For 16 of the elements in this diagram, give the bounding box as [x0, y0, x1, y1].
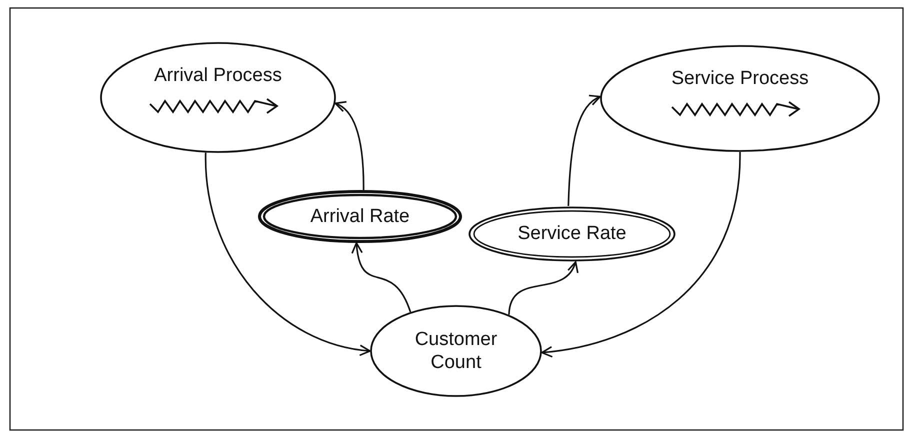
arrow: [352, 242, 412, 312]
double-ellipse: [258, 190, 462, 243]
arrow: [541, 152, 741, 358]
arrow: [334, 102, 364, 190]
process-ellipse: [600, 45, 880, 152]
double-ellipse: [468, 206, 676, 262]
node-label: Arrival Process: [153, 64, 283, 87]
node-label: Service Process: [670, 67, 810, 90]
node-label: Customer Count: [414, 328, 498, 374]
arrow: [204, 152, 371, 356]
ellipse-node: [370, 305, 542, 397]
arrow: [568, 96, 601, 206]
process-ellipse: [100, 42, 336, 153]
node-label: Arrival Rate: [309, 205, 411, 228]
node-label: Service Rate: [516, 222, 628, 245]
arrow: [508, 261, 578, 315]
